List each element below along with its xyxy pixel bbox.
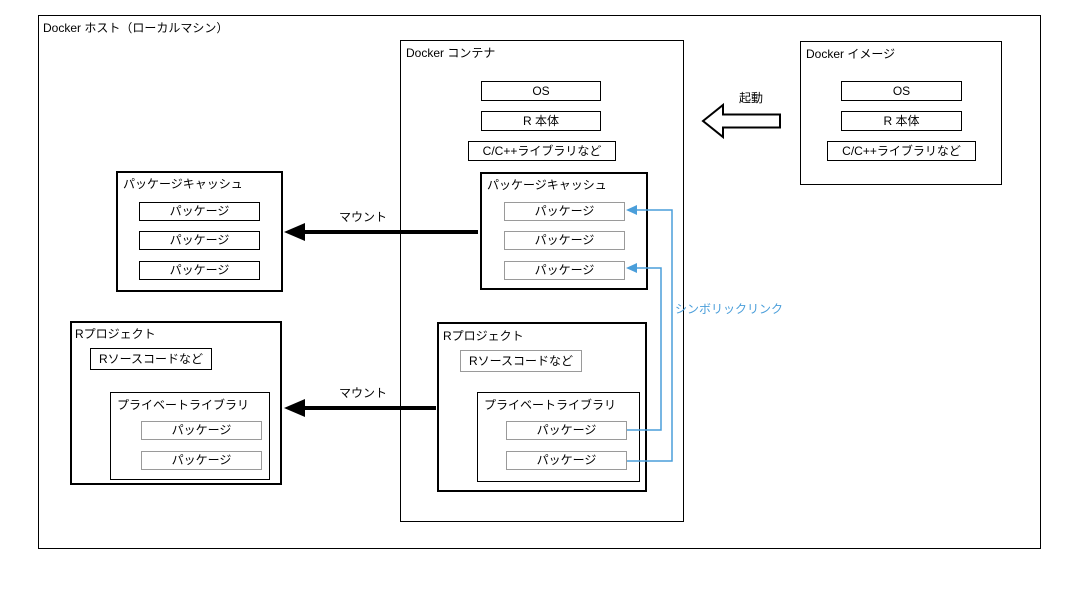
container-private-package-1: パッケージ <box>506 421 627 440</box>
container-private-library-title: プライベートライブラリ <box>484 398 617 412</box>
container-cache-package-3: パッケージ <box>504 261 625 280</box>
host-private-package-2: パッケージ <box>141 451 262 470</box>
container-os-cell: OS <box>481 81 601 101</box>
host-package-cache-title: パッケージキャッシュ <box>123 177 243 191</box>
docker-host-title: Docker ホスト（ローカルマシン） <box>43 21 229 35</box>
container-libs-cell: C/C++ライブラリなど <box>468 141 616 161</box>
image-os-cell: OS <box>841 81 962 101</box>
image-libs-cell: C/C++ライブラリなど <box>827 141 976 161</box>
container-package-cache-title: パッケージキャッシュ <box>487 178 607 192</box>
docker-image-title: Docker イメージ <box>806 47 896 61</box>
container-cache-package-2: パッケージ <box>504 231 625 250</box>
docker-container-title: Docker コンテナ <box>406 46 496 60</box>
container-r-source-cell: Rソースコードなど <box>460 350 582 372</box>
boot-label: 起動 <box>739 91 764 105</box>
container-private-package-2: パッケージ <box>506 451 627 470</box>
host-r-project-title: Rプロジェクト <box>75 327 156 341</box>
host-private-package-1: パッケージ <box>141 421 262 440</box>
host-cache-package-1: パッケージ <box>139 202 260 221</box>
container-cache-package-1: パッケージ <box>504 202 625 221</box>
image-r-cell: R 本体 <box>841 111 962 131</box>
symlink-label: シンボリックリンク <box>675 302 784 316</box>
mount-label-top: マウント <box>338 210 387 224</box>
host-cache-package-3: パッケージ <box>139 261 260 280</box>
container-r-cell: R 本体 <box>481 111 601 131</box>
host-r-source-cell: Rソースコードなど <box>90 348 212 370</box>
host-cache-package-2: パッケージ <box>139 231 260 250</box>
host-private-library-title: プライベートライブラリ <box>117 398 250 412</box>
mount-label-bottom: マウント <box>338 386 387 400</box>
container-r-project-title: Rプロジェクト <box>443 329 524 343</box>
